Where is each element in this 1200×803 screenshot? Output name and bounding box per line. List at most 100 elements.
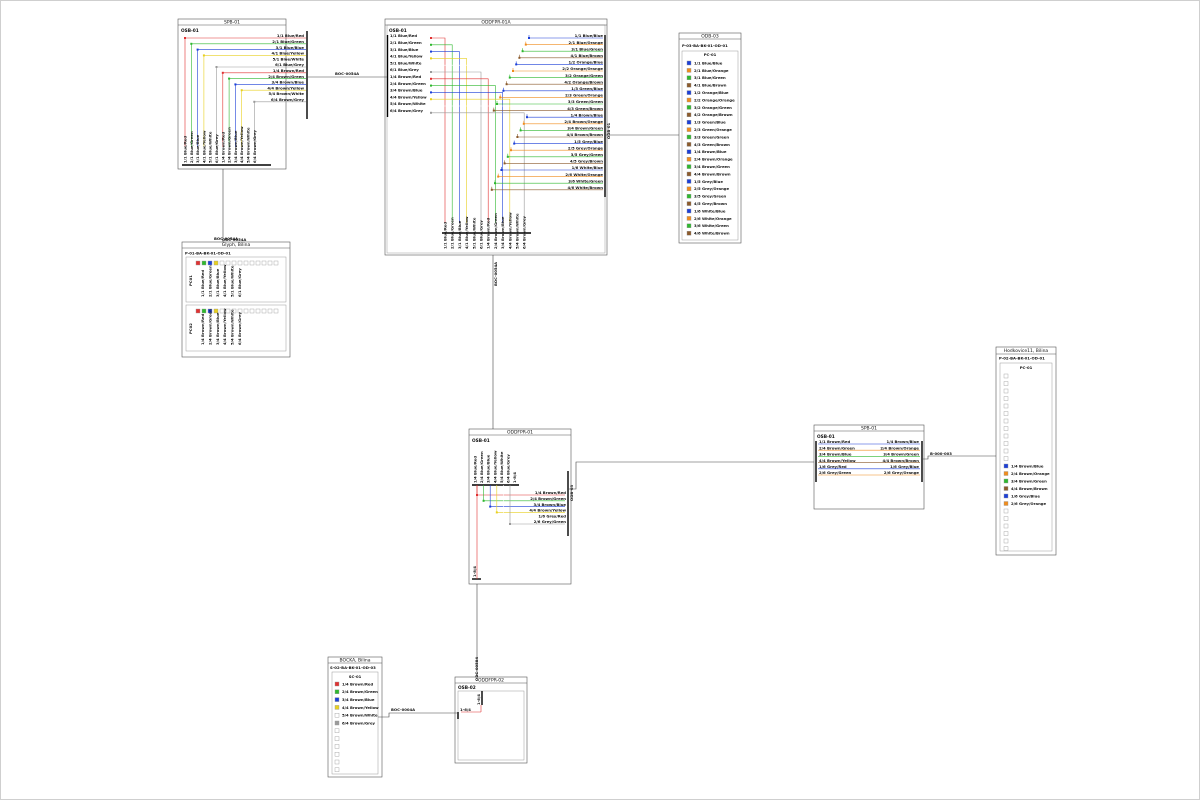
cable-bottom-left[interactable] xyxy=(378,712,458,718)
panel-left-port[interactable] xyxy=(231,308,237,314)
odb03-port-swatch[interactable] xyxy=(686,216,692,221)
panel-left-port[interactable] xyxy=(249,260,255,266)
panel-left-port[interactable] xyxy=(237,260,243,266)
odb03-port-swatch[interactable] xyxy=(686,134,692,140)
bottom-left-empty-port[interactable] xyxy=(334,767,340,772)
odb03-port-swatch[interactable] xyxy=(686,75,692,81)
odb03-port-swatch[interactable] xyxy=(686,179,692,184)
panel-left-port[interactable] xyxy=(213,260,219,266)
odb03-port-swatch[interactable] xyxy=(686,119,692,125)
panel-left-port[interactable] xyxy=(243,308,249,314)
far-right-empty-port[interactable] xyxy=(1003,388,1009,394)
panel-left-port[interactable] xyxy=(267,260,273,266)
far-right-empty-port[interactable] xyxy=(1003,411,1009,416)
panel-left-port[interactable] xyxy=(219,260,225,266)
bottom-left-port-swatch[interactable] xyxy=(334,705,340,710)
panel-left-port[interactable] xyxy=(225,308,231,314)
far-right-port-swatch[interactable] xyxy=(1003,501,1009,506)
bottom-left-empty-port[interactable] xyxy=(334,752,340,757)
far-right-empty-port[interactable] xyxy=(1003,373,1009,379)
far-right-port-swatch[interactable] xyxy=(1003,463,1009,469)
odb03-port-swatch[interactable] xyxy=(686,149,692,155)
odb03-port-swatch[interactable] xyxy=(686,142,692,147)
panel-left-port[interactable] xyxy=(207,308,213,314)
far-right-port-swatch[interactable] xyxy=(1003,478,1009,484)
panel-left-port[interactable] xyxy=(201,260,207,266)
panel-left-port[interactable] xyxy=(261,308,267,314)
odb03-port-swatch[interactable] xyxy=(686,97,692,103)
far-right-port-swatch[interactable] xyxy=(1003,493,1009,499)
far-right-empty-port[interactable] xyxy=(1003,456,1009,461)
odb03-panel[interactable]: ODB-03 P-03-BA-BK-01-OD-01 PC-01 1/1 Blu… xyxy=(678,32,742,244)
panel-left-port[interactable] xyxy=(231,260,237,266)
odb03-port-swatch[interactable] xyxy=(686,105,692,110)
odb03-port-swatch[interactable] xyxy=(686,208,692,214)
far-right-empty-port[interactable] xyxy=(1003,441,1009,446)
panel-left-port[interactable] xyxy=(249,308,255,314)
panel-bottom-left[interactable]: BOCKA, Bilina S-02-BA-BK-01-OD-03 SC-01 … xyxy=(327,656,383,778)
panel-left-port[interactable] xyxy=(195,308,201,314)
far-right-empty-port[interactable] xyxy=(1003,508,1009,514)
cable-mid-spb[interactable] xyxy=(568,461,814,490)
odb03-port-swatch[interactable] xyxy=(686,201,692,206)
bottom-left-port-swatch[interactable] xyxy=(334,720,340,726)
odb03-port-swatch[interactable] xyxy=(686,230,692,236)
panel-left-port[interactable] xyxy=(267,308,273,314)
panel-left-port[interactable] xyxy=(201,308,207,314)
panel-left-port[interactable] xyxy=(195,260,201,266)
bottom-left-port-swatch[interactable] xyxy=(334,713,340,718)
odb03-port-swatch[interactable] xyxy=(686,156,692,162)
odb03-port-swatch[interactable] xyxy=(686,112,692,118)
far-right-empty-port[interactable] xyxy=(1003,538,1009,544)
far-right-empty-port[interactable] xyxy=(1003,433,1009,439)
far-right-empty-port[interactable] xyxy=(1003,381,1009,386)
far-right-empty-port[interactable] xyxy=(1003,448,1009,454)
panel-left-port[interactable] xyxy=(261,260,267,266)
bottom-left-port-swatch[interactable] xyxy=(334,681,340,687)
bottom-left-port-swatch[interactable] xyxy=(334,697,340,702)
odb03-port-swatch[interactable] xyxy=(686,164,692,169)
panel-far-right[interactable]: Hodkovice11, Bilina P-02-BA-BK-01-OD-01 … xyxy=(995,346,1057,556)
bottom-left-empty-port[interactable] xyxy=(334,759,340,765)
panel-left-port[interactable] xyxy=(243,260,249,266)
odb03-port-swatch[interactable] xyxy=(686,223,692,229)
far-right-port-swatch[interactable] xyxy=(1003,471,1009,476)
odb03-port-swatch[interactable] xyxy=(686,82,692,88)
odb03-port-swatch[interactable] xyxy=(686,171,692,177)
far-right-empty-port[interactable] xyxy=(1003,546,1009,551)
odf-bottom-box[interactable]: ODDFPR-02 OSB-02 1-6/4 1-6/4 xyxy=(454,676,528,764)
far-right-empty-port[interactable] xyxy=(1003,426,1009,431)
odb03-port-swatch[interactable] xyxy=(686,193,692,199)
bottom-left-port-swatch[interactable] xyxy=(334,689,340,694)
panel-left-port[interactable] xyxy=(219,308,225,314)
far-right-empty-port[interactable] xyxy=(1003,523,1009,529)
panel-left-port[interactable] xyxy=(225,260,231,266)
bottom-left-empty-port[interactable] xyxy=(334,744,340,749)
far-right-empty-port[interactable] xyxy=(1003,403,1009,409)
panel-left-port[interactable] xyxy=(237,308,243,314)
odb03-port-swatch[interactable] xyxy=(686,60,692,66)
panel-left-port[interactable] xyxy=(255,260,261,266)
cable-spb-far-right[interactable] xyxy=(922,455,996,460)
far-right-empty-port[interactable] xyxy=(1003,396,1009,401)
panel-left-port[interactable] xyxy=(273,260,279,266)
panel-left-small[interactable]: ODC-0054A Glyph, Bilina P-01-BA-BK-01-OD… xyxy=(181,237,291,358)
far-right-empty-port[interactable] xyxy=(1003,418,1009,424)
panel-left-port[interactable] xyxy=(255,308,261,314)
bottom-left-empty-port[interactable] xyxy=(334,728,340,733)
far-right-empty-port[interactable] xyxy=(1003,516,1009,521)
bottom-left-empty-port[interactable] xyxy=(334,736,340,741)
far-right-empty-port[interactable] xyxy=(1003,531,1009,536)
panel-left-port[interactable] xyxy=(273,308,279,314)
odb03-port-swatch[interactable] xyxy=(686,186,692,192)
panel-left-port[interactable] xyxy=(207,260,213,266)
odb03-port-swatch[interactable] xyxy=(686,127,692,132)
odb03-port-swatch[interactable] xyxy=(686,90,692,95)
panel-left-port[interactable] xyxy=(213,308,219,314)
odb03-port-swatch[interactable] xyxy=(686,68,692,73)
far-right-port-swatch[interactable] xyxy=(1003,486,1009,491)
